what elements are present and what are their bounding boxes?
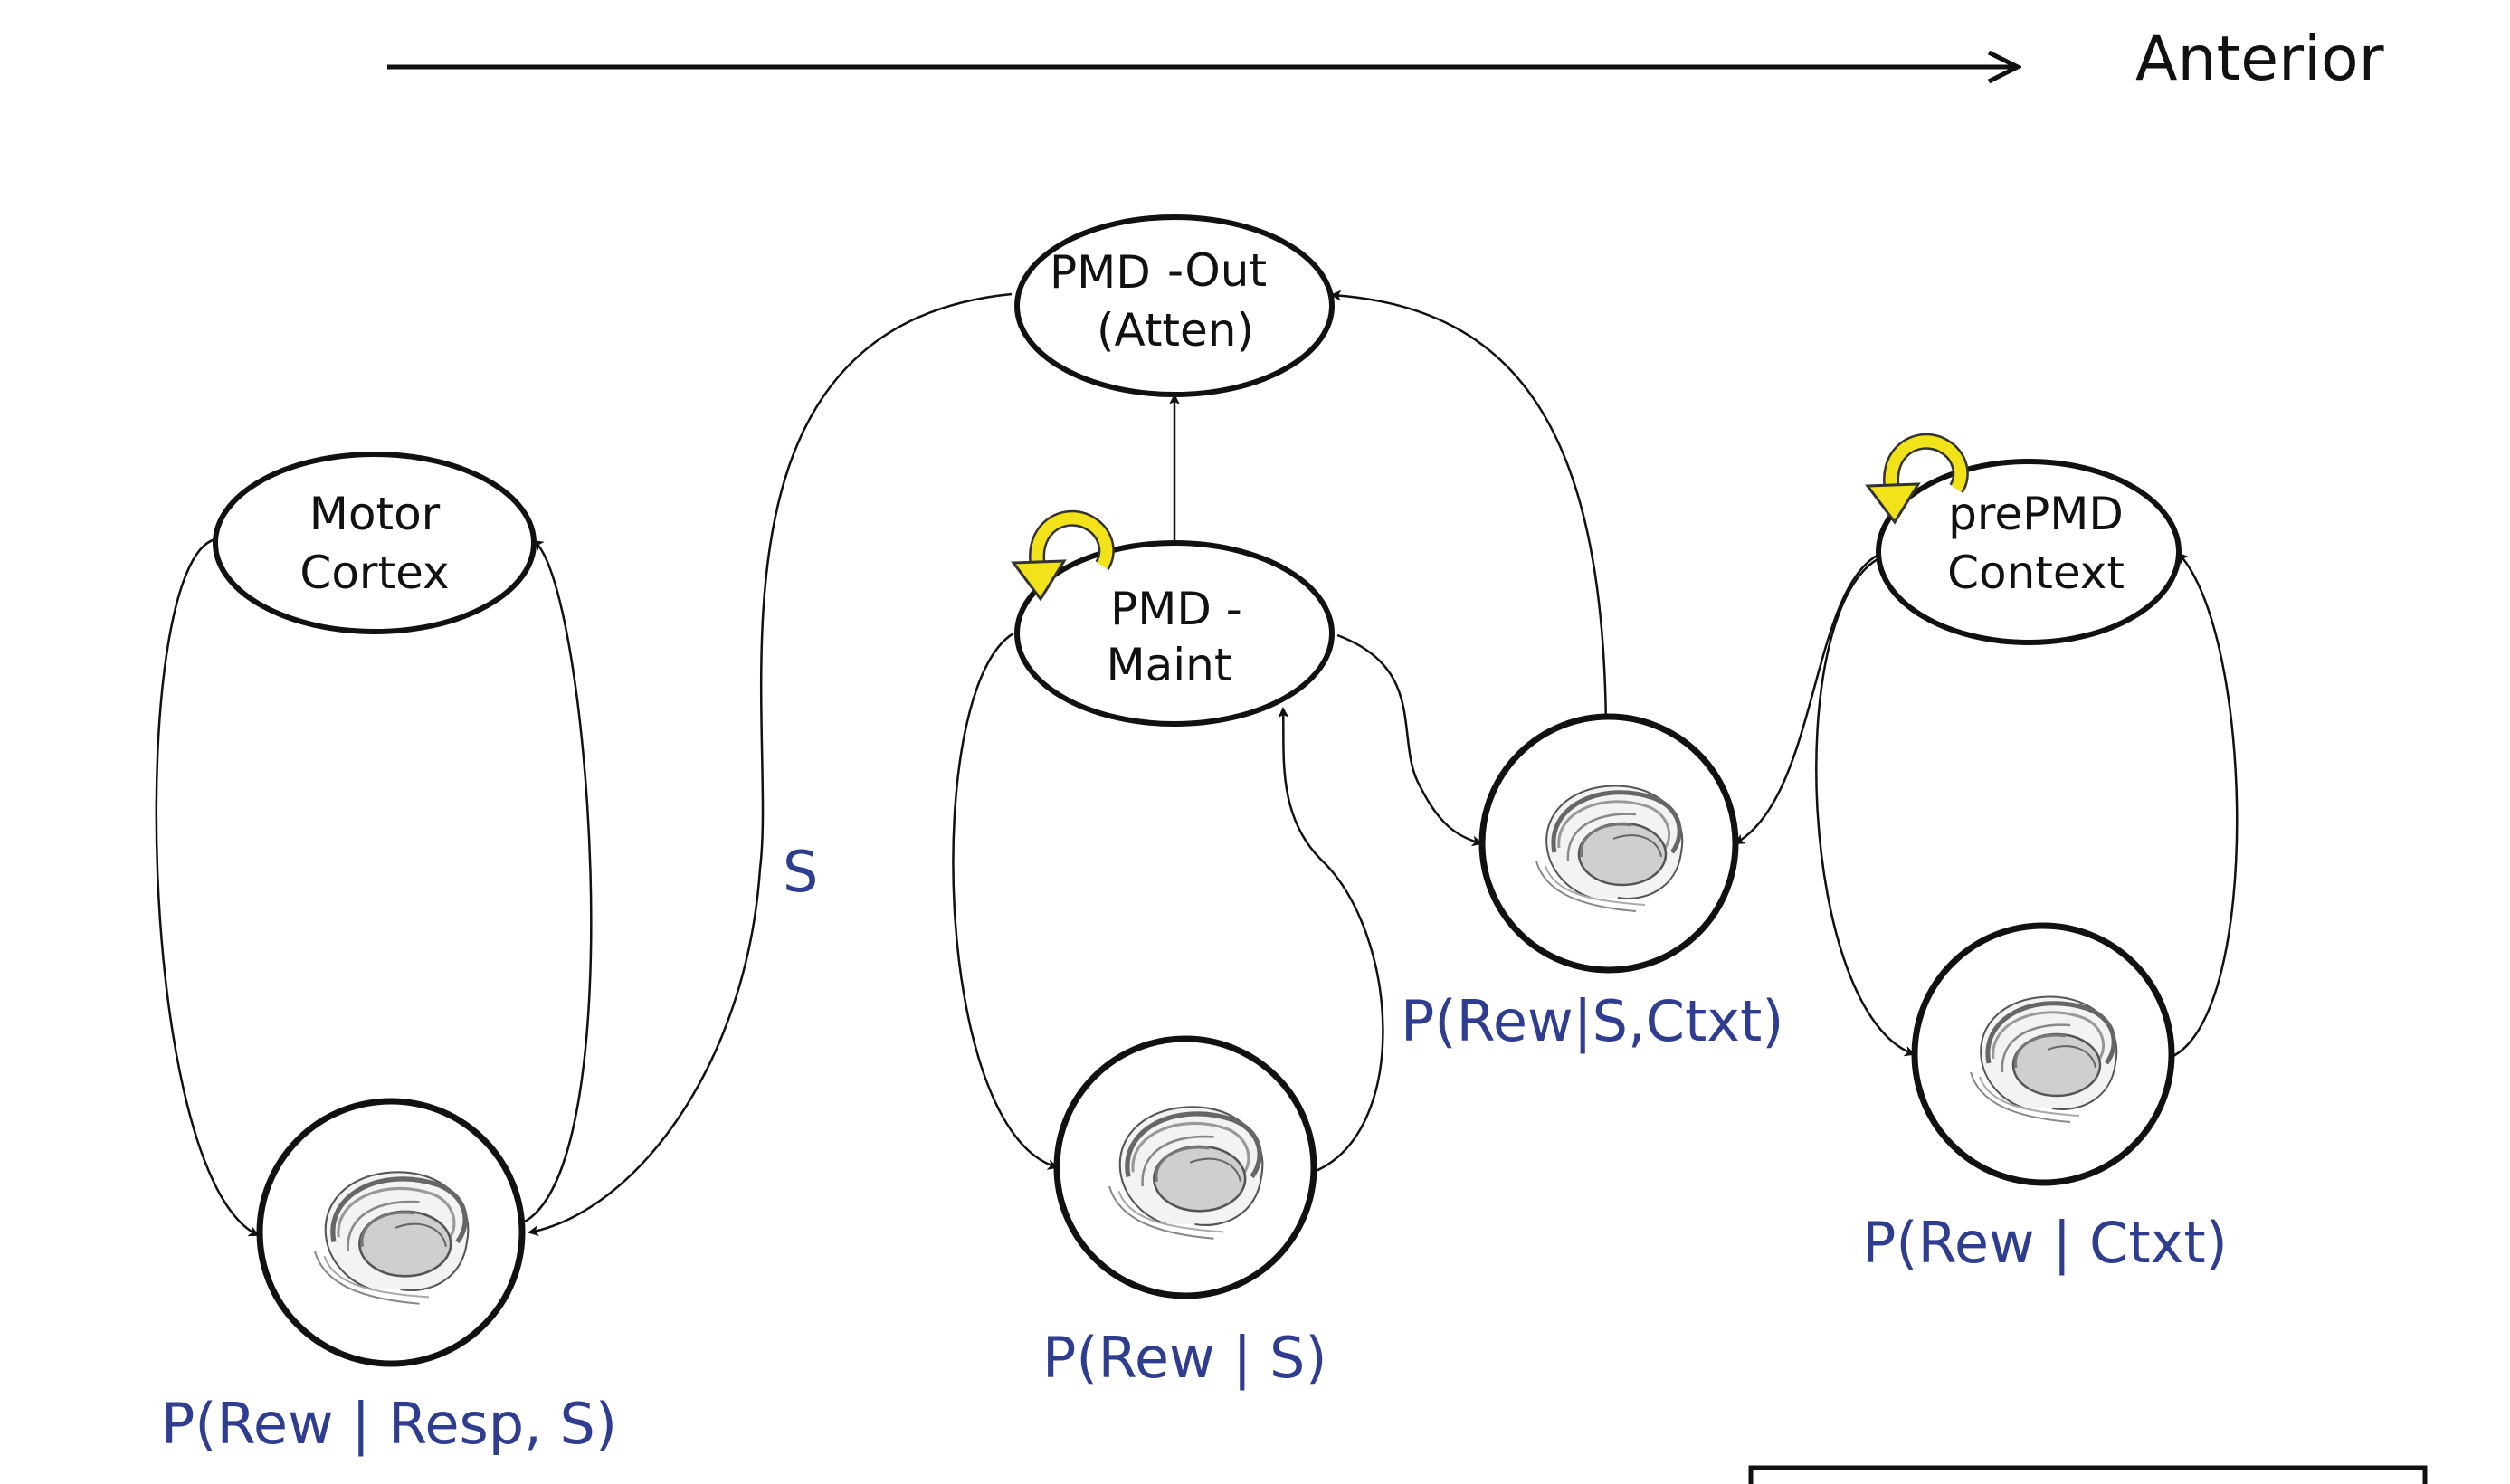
edge-prepmd-to-bg3 <box>1734 552 1881 845</box>
bg-node-3 <box>1478 713 1739 974</box>
edge-bg4-to-prepmd <box>2171 552 2239 1059</box>
label-rew-s: P(Rew | S) <box>1042 1325 1327 1392</box>
prepmd-label-2: Context <box>1947 547 2125 599</box>
prepmd-label-1: prePMD <box>1948 488 2124 540</box>
self-loop-arrow-icon <box>1865 433 1969 525</box>
anterior-label: Anterior <box>2135 24 2384 95</box>
node-motor-cortex: Motor Cortex <box>213 452 537 634</box>
edge-maint-to-bg2 <box>952 632 1059 1170</box>
bg-node-4 <box>1911 922 2175 1186</box>
bg-node-1 <box>256 1098 526 1367</box>
edge-bg2-to-maint <box>1278 707 1384 1174</box>
pmd-out-label-1: PMD <box>1050 246 1151 299</box>
edge-prepmd-to-bg4 <box>1815 557 1916 1057</box>
pmd-out-label-2: (Atten) <box>1097 304 1254 357</box>
node-pmd-maint: PMD - Maint <box>1014 540 1335 727</box>
edges <box>155 290 2239 1237</box>
node-pmd-out: PMD -Out (Atten) <box>1014 214 1335 397</box>
pmd-maint-label-2: Maint <box>1107 639 1232 691</box>
edge-bg3-to-pmdout <box>1330 290 1608 741</box>
node-prepmd-context: prePMD Context <box>1876 459 2182 645</box>
edge-pmdout-to-bg1 <box>528 292 1013 1237</box>
label-rew-resp-s: P(Rew | Resp, S) <box>161 1391 617 1458</box>
motor-label-2: Cortex <box>299 547 449 599</box>
edge-motor-to-bg1 <box>155 537 260 1237</box>
edge-maint-to-bg3 <box>1336 633 1483 847</box>
motor-label-1: Motor <box>309 488 441 540</box>
label-s: S <box>783 839 818 905</box>
pmd-out-label-1b: -Out <box>1167 244 1267 297</box>
bg-node-2 <box>1053 1035 1317 1299</box>
label-rew-s-ctxt: P(Rew|S,Ctxt) <box>1401 988 1783 1055</box>
edge-bg1-to-motor <box>524 539 593 1223</box>
label-rew-ctxt: P(Rew | Ctxt) <box>1862 1210 2228 1277</box>
legend-box-partial <box>1748 1465 2428 1484</box>
self-loop-arrow-icon <box>1011 509 1115 602</box>
pmd-maint-label-1: PMD - <box>1110 583 1242 635</box>
